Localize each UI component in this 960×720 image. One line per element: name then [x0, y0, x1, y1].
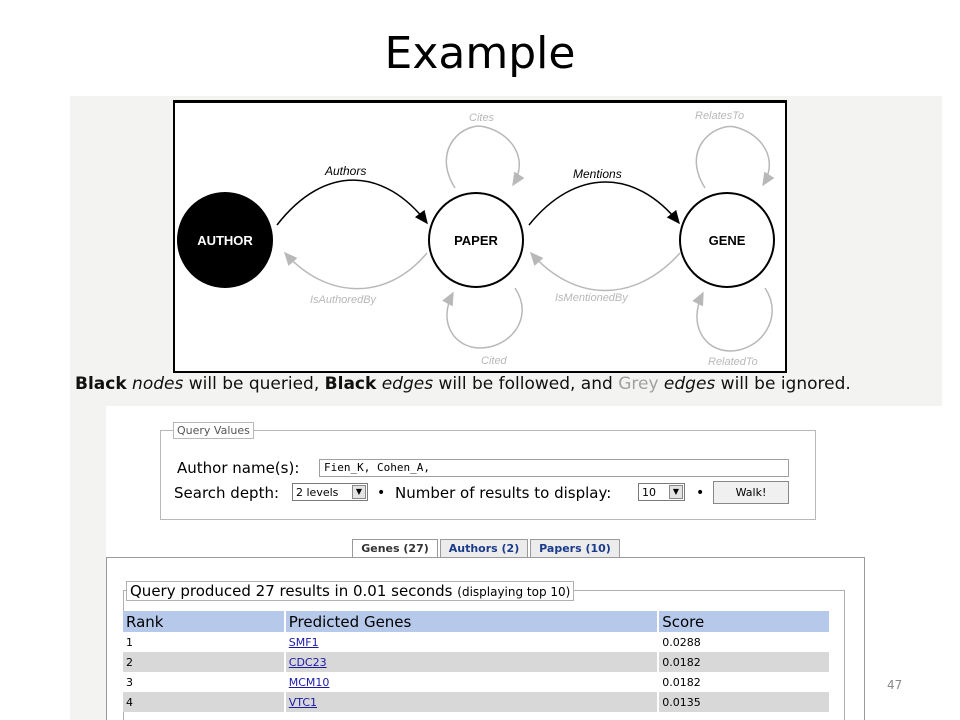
edge-label-authors: Authors [324, 164, 366, 178]
gene-cell: SMF1 [284, 632, 660, 652]
edge-label-cited: Cited [481, 355, 508, 367]
results-count-value: 10 [642, 486, 656, 499]
edge-label-cites: Cites [469, 112, 495, 124]
results-count-select[interactable]: 10 ▼ [638, 483, 685, 501]
legend-nodes-word: nodes [126, 374, 184, 394]
gene-cell: MCM10 [284, 672, 660, 692]
schema-diagram-panel: AUTHOR PAPER GENE Authors Mentions Cites… [70, 96, 942, 406]
edge-is-mentioned-by [530, 251, 681, 292]
table-row: 1 SMF1 0.0288 [123, 632, 831, 652]
edge-is-authored-by [284, 251, 428, 290]
search-depth-label: Search depth: [174, 484, 280, 502]
results-summary: Query produced 27 results in 0.01 second… [130, 582, 453, 600]
score-cell: 0.0182 [658, 652, 831, 672]
schema-graph: AUTHOR PAPER GENE Authors Mentions Cites… [177, 110, 775, 368]
results-table: Rank Predicted Genes Score 1 SMF1 0.0288… [123, 611, 831, 712]
edge-label-is-mentioned-by: IsMentionedBy [555, 292, 629, 304]
left-margin-strip [70, 406, 106, 720]
legend-edges-word-1: edges [376, 374, 434, 394]
score-cell: 0.0288 [658, 632, 831, 652]
slide-title: Example [384, 28, 576, 79]
bullet-separator: • [696, 485, 705, 501]
table-row: 3 MCM10 0.0182 [123, 672, 831, 692]
table-row: 2 CDC23 0.0182 [123, 652, 831, 672]
gene-link[interactable]: SMF1 [288, 635, 319, 649]
paper-node-label: PAPER [454, 233, 498, 248]
score-cell: 0.0135 [658, 692, 831, 712]
legend-ignored: will be ignored. [715, 374, 851, 394]
edge-cited-loop [442, 287, 523, 349]
rank-cell: 1 [123, 632, 286, 652]
rank-cell: 4 [123, 692, 286, 712]
edge-relates-to-loop [695, 125, 775, 189]
tab-authors[interactable]: Authors (2) [440, 539, 528, 558]
rank-cell: 3 [123, 672, 286, 692]
edge-cites-loop [445, 125, 525, 189]
paper-node [428, 192, 524, 288]
edge-label-related-to: RelatedTo [708, 356, 758, 368]
diagram-legend: Black nodes will be queried, Black edges… [75, 374, 851, 394]
legend-followed: will be followed, and [433, 374, 619, 394]
author-name-label: Author name(s): [177, 459, 300, 477]
table-header-row: Rank Predicted Genes Score [123, 611, 831, 632]
legend-edges-word-2: edges [658, 374, 716, 394]
chevron-down-icon[interactable]: ▼ [669, 485, 683, 499]
query-values-legend: Query Values [173, 422, 254, 439]
score-cell: 0.0182 [658, 672, 831, 692]
schema-diagram: AUTHOR PAPER GENE Authors Mentions Cites… [173, 100, 787, 373]
table-row: 4 VTC1 0.0135 [123, 692, 831, 712]
tab-genes[interactable]: Genes (27) [352, 539, 438, 560]
gene-node-label: GENE [709, 233, 746, 248]
edge-label-mentions: Mentions [573, 167, 622, 181]
search-depth-value: 2 levels [296, 486, 339, 499]
results-count-label: Number of results to display: [395, 484, 612, 502]
legend-queried: will be queried, [183, 374, 325, 394]
gene-link[interactable]: CDC23 [288, 655, 327, 669]
results-panel: Query produced 27 results in 0.01 second… [106, 557, 865, 720]
column-header-rank[interactable]: Rank [123, 611, 286, 632]
edge-mentions [528, 181, 680, 226]
author-node-label: AUTHOR [197, 233, 253, 248]
edge-label-relates-to: RelatesTo [695, 110, 744, 122]
legend-black-1: Black [75, 374, 127, 394]
tab-papers[interactable]: Papers (10) [530, 539, 620, 558]
results-caption: Query produced 27 results in 0.01 second… [126, 581, 575, 601]
gene-link[interactable]: MCM10 [288, 675, 330, 689]
edge-related-to-loop [692, 287, 773, 352]
column-header-predicted-genes[interactable]: Predicted Genes [284, 611, 660, 632]
edge-label-is-authored-by: IsAuthoredBy [310, 294, 378, 306]
bullet-separator: • [377, 485, 386, 501]
gene-cell: CDC23 [284, 652, 660, 672]
legend-black-2: Black [324, 374, 377, 394]
gene-link[interactable]: VTC1 [288, 695, 318, 709]
walk-button[interactable]: Walk! [713, 481, 789, 504]
gene-node [679, 192, 775, 288]
rank-cell: 2 [123, 652, 286, 672]
query-values-fieldset: Query Values Author name(s): Fien_K, Coh… [160, 422, 816, 520]
author-name-input[interactable]: Fien_K, Cohen_A, [319, 459, 789, 477]
edge-authors [276, 179, 428, 226]
author-node [177, 192, 273, 288]
page-number: 47 [887, 678, 903, 692]
results-displaying-note: (displaying top 10) [457, 585, 571, 599]
column-header-score[interactable]: Score [658, 611, 831, 632]
gene-cell: VTC1 [284, 692, 660, 712]
search-depth-select[interactable]: 2 levels ▼ [292, 483, 368, 501]
chevron-down-icon[interactable]: ▼ [352, 485, 366, 499]
legend-grey: Grey [618, 374, 659, 394]
query-application: Query Values Author name(s): Fien_K, Coh… [70, 406, 872, 720]
